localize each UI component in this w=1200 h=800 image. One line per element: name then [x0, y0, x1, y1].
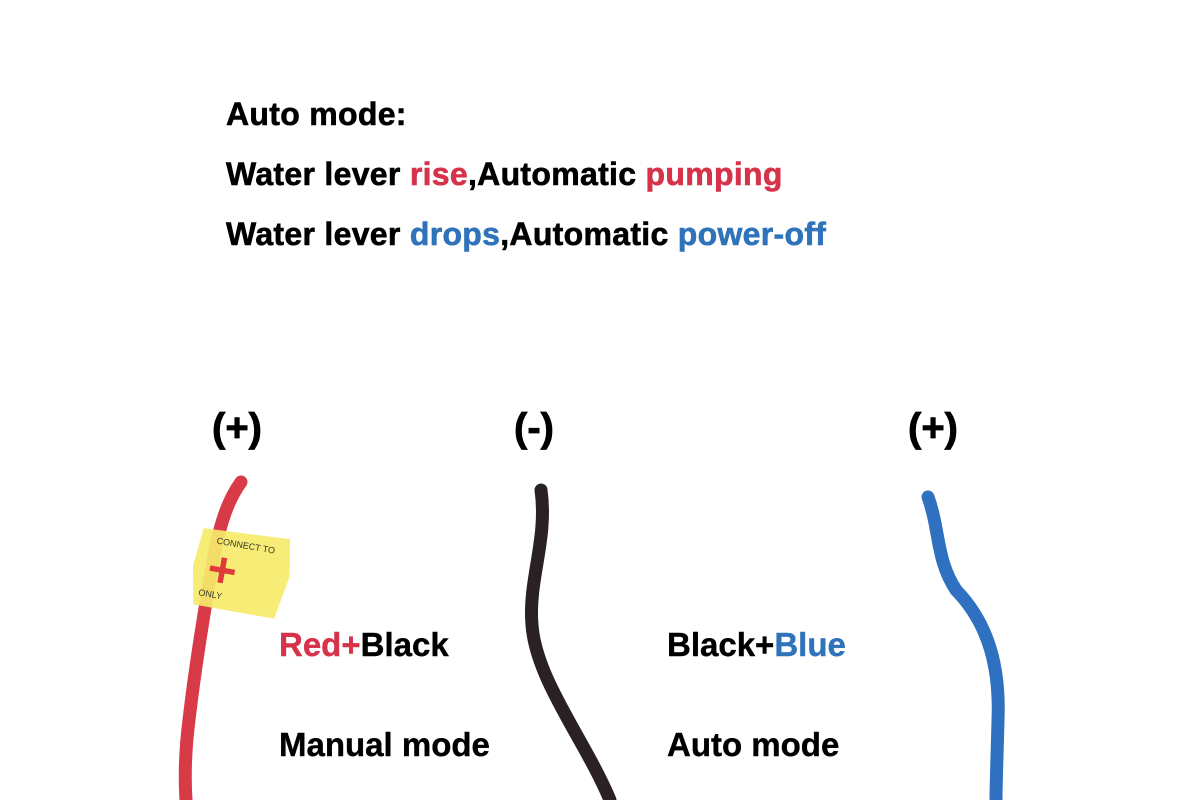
black-wire-polarity: (-): [514, 406, 555, 451]
red-wire-polarity: (+): [212, 406, 263, 451]
black-text: Black: [360, 626, 449, 663]
tag-bottom-text: ONLY: [198, 587, 223, 601]
auto-mode-label: Auto mode: [667, 726, 840, 763]
drops-poweroff-line: Water lever drops,Automatic power-off: [226, 204, 827, 264]
line2-drops: drops: [409, 216, 501, 253]
auto-mode-heading: Auto mode:: [226, 96, 407, 133]
line2-part-a: Water lever: [226, 216, 410, 253]
red-wire: [178, 475, 248, 800]
line1-part-a: Water lever: [226, 156, 410, 193]
manual-mode-label: Manual mode: [279, 726, 490, 763]
auto-mode-description: Auto mode: Water lever rise,Automatic pu…: [226, 84, 827, 264]
rise-pumping-line: Water lever rise,Automatic pumping: [226, 144, 826, 204]
black-plus-text: Black+: [667, 626, 775, 663]
warning-tag-icon: [193, 528, 291, 619]
red-black-combination: Red+Black: [279, 626, 449, 664]
line2-power-off: power-off: [677, 216, 827, 253]
line1-rise: rise: [409, 156, 468, 193]
black-blue-combination: Black+Blue: [667, 626, 846, 664]
line1-part-c: ,Automatic: [467, 156, 646, 193]
red-plus-text: Red+: [279, 626, 361, 663]
blue-wire: [921, 490, 1005, 800]
line1-pumping: pumping: [645, 156, 783, 193]
black-wire: [524, 483, 617, 800]
blue-wire-polarity: (+): [908, 406, 959, 451]
blue-text: Blue: [774, 626, 846, 663]
polarity-tag: CONNECT TO + ONLY: [193, 528, 291, 619]
line2-part-c: ,Automatic: [500, 216, 678, 253]
